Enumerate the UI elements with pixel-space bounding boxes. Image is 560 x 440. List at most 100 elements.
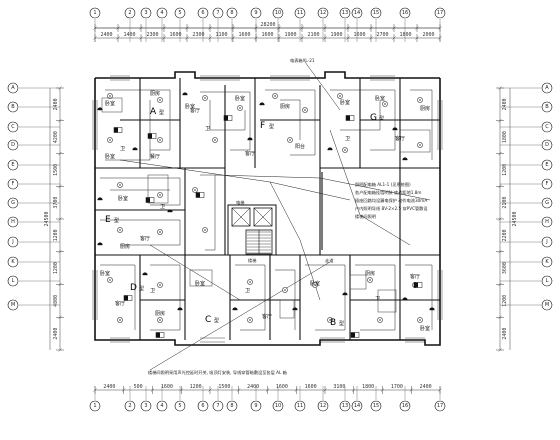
room-label: 客厅 <box>395 135 405 142</box>
wire-run <box>100 177 181 206</box>
axis-bubble <box>7 121 19 133</box>
unit-type-label: G <box>370 113 377 123</box>
axis-label: 13 <box>342 10 348 16</box>
dimension-slash <box>150 388 155 392</box>
axis-bubble <box>156 400 168 412</box>
room-label: 客厅 <box>410 273 420 280</box>
axis-label: 7 <box>216 403 219 409</box>
room-label: 卫 <box>160 204 165 210</box>
dimension-label: 1600 <box>261 32 273 38</box>
dimension-slash <box>162 36 166 40</box>
dimension-slash <box>369 36 373 40</box>
overall-dimension-label: 28200 <box>260 22 275 28</box>
room-label: 客厅 <box>115 300 125 307</box>
wire-run <box>269 181 321 301</box>
lamp-cross <box>118 228 122 232</box>
dimension-label: 4200 <box>53 131 59 143</box>
wire-run <box>355 264 396 331</box>
lamp-cross <box>108 278 112 282</box>
axis-bubble <box>197 7 209 19</box>
dimension-slash <box>58 250 62 254</box>
socket-symbol <box>142 272 148 276</box>
dimension-label: 3700 <box>53 197 59 209</box>
room-label: 客厅 <box>245 150 255 157</box>
design-note: 楼梯间照明 <box>355 213 376 220</box>
axis-bubble <box>434 7 446 19</box>
axis-label: C <box>545 124 549 130</box>
wiring <box>100 61 433 371</box>
axis-label: G <box>545 200 549 206</box>
distribution-box-fill <box>124 295 128 301</box>
dimension-label: 2400 <box>103 384 115 390</box>
dimension-label: 1600 <box>169 32 181 38</box>
dimension-slash <box>498 315 502 319</box>
axis-bubble <box>174 400 186 412</box>
lamp-cross <box>248 318 252 322</box>
lamp-cross <box>193 188 197 192</box>
room-label: 卫 <box>375 296 380 302</box>
axis-label: E <box>545 162 548 168</box>
lamp-cross <box>248 280 252 284</box>
unit-type-label: D <box>130 283 137 293</box>
wire-run <box>150 264 181 331</box>
room-label: 厨房 <box>120 243 130 250</box>
room-label: 卧室 <box>340 99 350 106</box>
axis-label: 4 <box>160 403 163 409</box>
axis-label: F <box>546 181 549 187</box>
axis-bubble <box>7 299 19 311</box>
socket-symbol <box>97 242 103 246</box>
axis-label: 5 <box>178 403 181 409</box>
axis-bubble <box>140 400 152 412</box>
sanitary-fixture <box>101 97 123 113</box>
dimension-label: 2000 <box>422 32 434 38</box>
dimension-slash <box>185 36 189 40</box>
sanitary-fixture <box>377 289 397 313</box>
axis-bubble <box>124 400 136 412</box>
dimension-slash <box>116 36 120 40</box>
dimension-slash <box>58 282 62 287</box>
axis-label: 11 <box>297 403 303 409</box>
core-outline <box>227 204 277 256</box>
axis-label: 14 <box>354 403 360 409</box>
axis-label: 3 <box>144 403 147 409</box>
dimension-label: 1200 <box>502 164 508 176</box>
axis-label: G <box>11 200 15 206</box>
dimension-slash <box>58 151 62 156</box>
axis-bubble <box>541 159 553 171</box>
axis-label: 8 <box>230 10 233 16</box>
lamp-cross <box>108 138 112 142</box>
axis-bubble <box>7 197 19 209</box>
room-label: 卫 <box>120 146 125 152</box>
dimension-label: 2700 <box>376 32 388 38</box>
unit-type-label: E <box>105 215 111 225</box>
socket-symbol <box>182 92 188 96</box>
axis-label: 8 <box>230 403 233 409</box>
lamp-cross <box>288 138 292 142</box>
dimension-label: 1500 <box>53 164 59 176</box>
axis-bubble <box>541 275 553 287</box>
socket-symbol <box>402 157 408 161</box>
distribution-box-fill <box>351 332 355 338</box>
dimension-slash <box>498 184 502 188</box>
dimension-slash <box>415 36 419 40</box>
unit-type-label: F <box>260 121 265 131</box>
room-label: 卧室 <box>105 100 115 107</box>
dimension-slash <box>392 36 396 40</box>
socket-symbol <box>232 307 238 311</box>
dimension-slash <box>294 388 298 392</box>
wire-run <box>105 89 171 151</box>
room-label: 客厅 <box>190 107 200 114</box>
dimension-slash <box>58 315 62 319</box>
distribution-box-fill <box>346 115 350 121</box>
unit-type-suffix: 型 <box>214 317 219 324</box>
fixtures <box>97 92 435 338</box>
room-label: 厨房 <box>155 310 165 317</box>
socket-symbol <box>97 107 103 111</box>
dimension-label: 1600 <box>276 384 288 390</box>
axis-bubble <box>370 400 382 412</box>
socket-symbol <box>392 127 398 131</box>
axis-label: A <box>11 85 15 91</box>
walls <box>92 71 443 346</box>
